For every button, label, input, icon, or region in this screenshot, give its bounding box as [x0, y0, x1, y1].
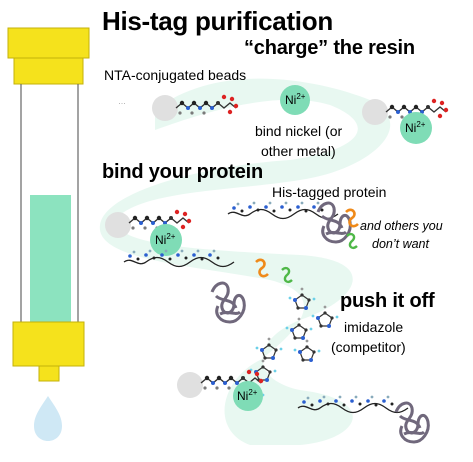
label-bind-nickel-1: bind nickel (or	[255, 123, 343, 139]
column-top-neck	[13, 57, 84, 85]
nta-bead-charged	[362, 99, 388, 125]
page-title: His-tag purification	[102, 6, 333, 36]
flow-trail	[99, 78, 391, 445]
bead-step3	[177, 372, 203, 398]
unwanted-protein-orange	[255, 208, 359, 278]
nickel-ion-free	[280, 85, 310, 115]
label-imidazole-1: imidazole	[344, 319, 404, 335]
label-his-tagged-protein: His-tagged protein	[272, 184, 387, 200]
column-illustration	[7, 27, 90, 441]
label-unwanted-1: and others you	[360, 219, 443, 233]
column-top-cap	[7, 27, 90, 59]
his-strand-top	[227, 200, 339, 220]
drop	[34, 396, 62, 441]
nickel-ion-bound	[400, 112, 432, 144]
nta-bead	[152, 95, 178, 121]
column-tip	[38, 365, 60, 382]
step-heading-push: push it off	[340, 290, 435, 312]
nickel-label-step2: Ni2+	[155, 232, 176, 247]
column-bottom-cap	[12, 321, 85, 367]
his-protein-bound	[210, 281, 246, 324]
nickel-ion-step3	[233, 381, 263, 411]
bead-step2	[105, 212, 131, 238]
label-nta-beads: NTA-conjugated beads	[104, 67, 247, 83]
nickel-label-bound: Ni2+	[405, 120, 426, 135]
his-protein-released	[394, 401, 430, 444]
svg-text:…: …	[118, 97, 126, 106]
step-heading-bind: bind your protein	[102, 161, 264, 183]
nickel-label-free: Ni2+	[285, 92, 306, 107]
label-bind-nickel-2: other metal)	[261, 143, 336, 159]
label-unwanted-2: don’t want	[372, 237, 429, 251]
imidazole-4	[293, 339, 321, 363]
label-imidazole-2: (competitor)	[331, 339, 406, 355]
resin-bed	[30, 195, 71, 323]
nickel-ion-step2	[150, 224, 182, 256]
step-heading-charge: “charge” the resin	[244, 37, 415, 59]
unwanted-protein-green	[281, 232, 358, 284]
nickel-label-step3: Ni2+	[237, 388, 258, 403]
